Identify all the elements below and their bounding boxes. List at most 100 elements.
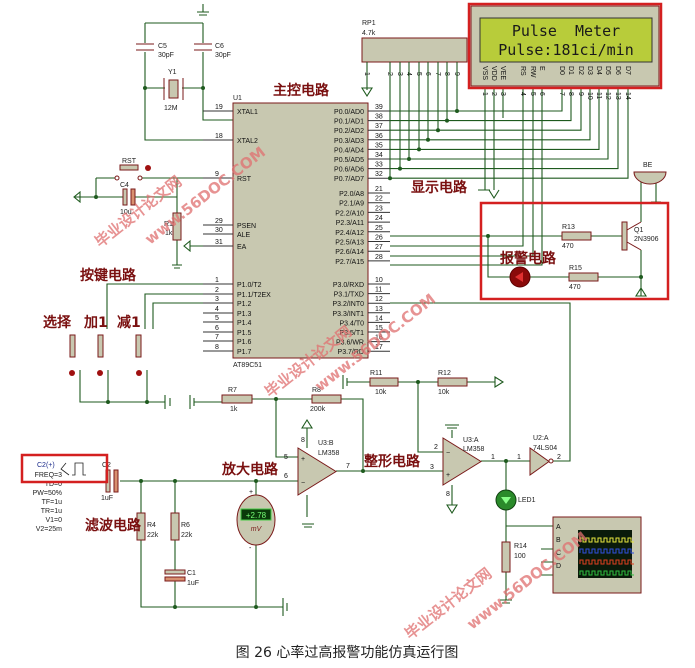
r11-label: R11 <box>370 370 382 377</box>
rp1-value: 4.7k <box>362 30 376 37</box>
data-bus-wire <box>390 88 572 122</box>
c4-value: 10u <box>120 209 132 216</box>
crystal-y1 <box>168 79 179 99</box>
mcu-pin-number: 14 <box>375 315 383 322</box>
mcu-pin-name: P2.4/A12 <box>335 230 364 237</box>
rp1-label: RP1 <box>362 20 376 27</box>
u3a-pin-out: 1 <box>491 454 495 461</box>
mcu-pin-number: 7 <box>215 334 219 341</box>
c5-label: C5 <box>158 43 167 50</box>
r14-label: R14 <box>514 543 527 550</box>
mcu-pin-number: 22 <box>375 196 383 203</box>
r1-label: R1 <box>164 221 173 228</box>
mcu-pin-name: P3.6/WR <box>336 340 364 347</box>
mcu-pin-number: 30 <box>215 227 223 234</box>
junction-dot <box>426 137 430 142</box>
lcd-line-1: Pulse Meter <box>512 22 620 40</box>
mcu-pin-name: ALE <box>237 232 251 239</box>
scope-channel-D: D <box>556 563 561 570</box>
r12-value: 10k <box>438 389 450 396</box>
mcu-pin-name: XTAL2 <box>237 138 258 145</box>
mcu-ref: U1 <box>233 95 242 102</box>
lcd-pin-number: 13 <box>614 92 621 100</box>
mcu-pin-name: P2.7/A15 <box>335 259 364 266</box>
data-bus-wire <box>390 88 600 150</box>
mcu-pin-number: 25 <box>375 225 383 232</box>
key-inc[interactable] <box>97 334 104 358</box>
reset-button[interactable] <box>119 164 139 171</box>
svg-text:+: + <box>446 472 450 479</box>
mcu-pin-number: 34 <box>375 152 383 159</box>
generator-param: PW=50% <box>33 490 62 497</box>
u3a-pin-minus: 2 <box>434 444 438 451</box>
key-select[interactable] <box>69 334 76 358</box>
mcu-pin-name: P1.4 <box>237 320 252 327</box>
generator-param: V1=0 <box>45 517 62 524</box>
mcu-pin-name: P0.0/AD0 <box>334 109 364 116</box>
generator-param: TD=0 <box>45 481 62 488</box>
generator-param: FREQ=3 <box>35 472 63 479</box>
u3a-pin-plus: 3 <box>430 464 434 471</box>
generator-ref: C2(+) <box>37 462 55 469</box>
generator-param: V2=25m <box>36 526 62 533</box>
keys-section-label: 按键电路 <box>80 267 137 284</box>
lcd-pin-name: D3 <box>586 66 593 75</box>
crystal-circuit: C5 30pF C6 30pF Y1 12M <box>136 4 233 141</box>
r15-label: R15 <box>569 265 582 272</box>
capacitor-c1 <box>164 569 186 575</box>
mcu-pin-name: P0.6/AD6 <box>334 167 364 174</box>
junction-dot <box>407 157 411 161</box>
mcu-pin-name: P0.1/AD1 <box>334 119 364 126</box>
y1-value: 12M <box>164 105 178 112</box>
mcu-pin-name: P1.1/T2EX <box>237 292 271 299</box>
rst-label: RST <box>122 158 137 165</box>
mcu-pin-name: P1.7 <box>237 349 252 356</box>
mcu-pin-name: P1.0/T2 <box>237 282 262 289</box>
mcu-pin-name: P0.2/AD2 <box>334 128 364 135</box>
c6-value: 30pF <box>215 52 231 59</box>
u3b-value: LM358 <box>318 450 340 457</box>
resistor-r7 <box>221 394 253 404</box>
lcd-line-2: Pulse:181ci/min <box>498 41 633 59</box>
amplifier-section-label: 放大电路 <box>221 461 279 478</box>
svg-text:+: + <box>301 456 305 463</box>
mcu-pin-number: 39 <box>375 104 383 111</box>
key-dec[interactable] <box>135 334 142 358</box>
r8-value: 200k <box>310 406 326 413</box>
junction-dot <box>417 147 421 152</box>
lcd-pin-number: 4 <box>519 92 526 96</box>
data-bus-wire <box>390 88 582 131</box>
mcu-pin-number: 37 <box>375 123 383 130</box>
r13-value: 470 <box>562 243 574 250</box>
data-bus-wire <box>390 88 619 170</box>
u3b-pin-minus: 6 <box>284 473 288 480</box>
pulse-generator: C2(+) FREQ=3TD=0PW=50%TF=1uTR=1uV1=0V2=2… <box>20 453 109 533</box>
mcu-pin-number: 23 <box>375 205 383 212</box>
key-dec-label: 减1 <box>117 314 141 331</box>
voltmeter-minus: - <box>249 545 252 552</box>
u3b-pin-v: 8 <box>301 437 305 444</box>
lcd-pin-name: VSS <box>481 66 488 80</box>
mcu-pin-name: P3.2/INT0 <box>332 301 364 308</box>
scope-channel-A: A <box>556 524 561 531</box>
lcd-screen <box>479 17 653 63</box>
mcu-pin-number: 5 <box>215 315 219 322</box>
mcu-pin-name: P1.5 <box>237 330 252 337</box>
r7-value: 1k <box>230 406 238 413</box>
lcd-pin-name: E <box>538 66 545 71</box>
lcd-pin-number: 14 <box>624 92 631 100</box>
mcu-pin-name: PSEN <box>237 223 256 230</box>
mcu-pin-number: 17 <box>375 344 383 351</box>
scope-trace <box>579 548 634 554</box>
inverter-u2a <box>529 447 550 476</box>
mcu-pin-name: P2.1/A9 <box>339 201 364 208</box>
buzzer-label: BE <box>643 162 653 169</box>
led1-label: LED1 <box>518 497 536 504</box>
key-inc-label: 加1 <box>83 315 108 331</box>
scope-trace <box>579 559 634 565</box>
junction-dot <box>388 176 392 181</box>
lcd-pin-name: RS <box>519 66 526 76</box>
r6-value: 22k <box>181 532 193 539</box>
